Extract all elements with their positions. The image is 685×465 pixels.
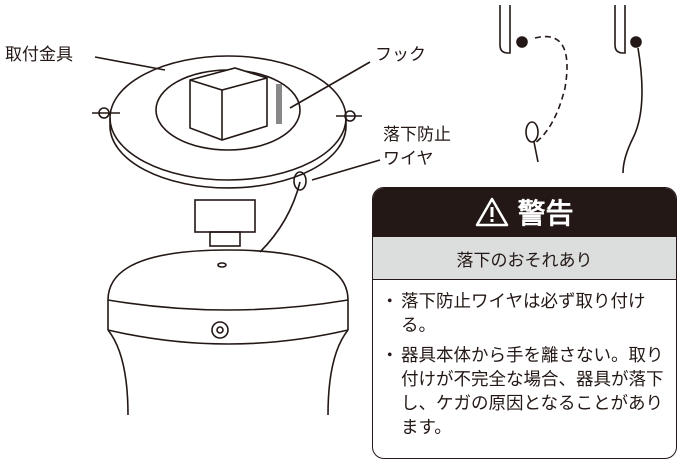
warning-header: 警告	[373, 188, 676, 236]
adapter	[194, 199, 256, 247]
warning-item: 落下防止ワイヤは必ず取り付ける。	[381, 290, 666, 338]
wire-loop	[293, 171, 307, 191]
safety-wire	[259, 181, 301, 253]
warning-box: 警告 落下のおそれあり 落下防止ワイヤは必ず取り付ける。 器具本体から手を離さな…	[372, 187, 677, 459]
bracket-leader	[94, 56, 166, 71]
warning-subtitle: 落下のおそれあり	[373, 236, 676, 280]
hook-label: フック	[375, 45, 426, 65]
warning-title: 警告	[517, 197, 574, 230]
hook-icon	[276, 84, 282, 124]
wire-hook-detail	[499, 5, 643, 174]
wire-label-line1: 落下防止	[383, 125, 451, 145]
wire-label-line2: ワイヤ	[383, 149, 434, 169]
mounting-bracket	[92, 55, 362, 189]
lamp-body	[107, 249, 349, 416]
hook-leader	[289, 61, 371, 109]
warning-item: 器具本体から手を離さない。取り付けが不完全な場合、器具が落下し、ケガの原因となる…	[381, 344, 666, 440]
warning-list: 落下防止ワイヤは必ず取り付ける。 器具本体から手を離さない。取り付けが不完全な場…	[373, 280, 676, 440]
warning-triangle-icon	[476, 197, 509, 227]
bracket-label: 取付金具	[5, 45, 73, 65]
wire-leader	[311, 159, 381, 181]
